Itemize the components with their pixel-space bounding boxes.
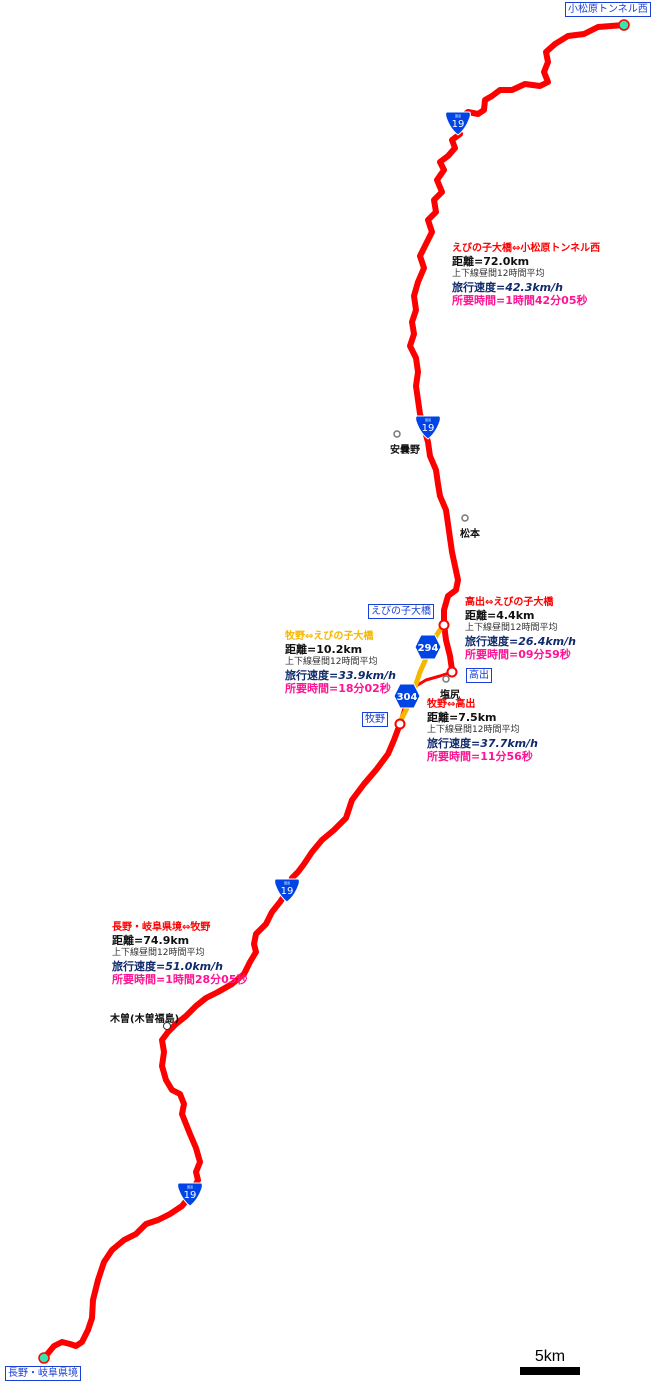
endpoint-north-marker[interactable] — [618, 19, 630, 31]
svg-text:国道: 国道 — [455, 113, 461, 118]
section-distance: 距離=4.4km — [465, 609, 535, 622]
route-19-shield-1: 国道 19 — [445, 111, 471, 136]
section-title: えびの子大橋⇔小松原トンネル西 — [452, 243, 601, 254]
section-note: 上下線昼間12時間平均 — [465, 623, 558, 633]
svg-text:国道: 国道 — [187, 1184, 193, 1189]
junction-ebinoko-label[interactable]: えびの子大橋 — [368, 604, 434, 619]
junction-takade-marker[interactable] — [446, 666, 458, 678]
city-label-shiojiri: 塩尻 — [440, 690, 460, 701]
city-label-matsumoto: 松本 — [460, 529, 480, 540]
section-info-takade-ebinoko: 高出⇔えびの子大橋 距離=4.4km 上下線昼間12時間平均 旅行速度=26.4… — [465, 596, 576, 661]
city-label-kiso: 木曽(木曽福島) — [110, 1014, 180, 1025]
section-distance: 距離=74.9km — [112, 934, 190, 947]
section-title: 長野・岐阜県境⇔牧野 — [112, 922, 211, 933]
city-marker-kiso — [163, 1022, 171, 1030]
section-time: 所要時間=1時間42分05秒 — [452, 294, 588, 307]
svg-text:国道: 国道 — [284, 880, 290, 885]
section-info-makino-takade: 牧野⇔高出 距離=7.5km 上下線昼間12時間平均 旅行速度=37.7km/h… — [427, 698, 538, 763]
svg-text:19: 19 — [452, 119, 465, 130]
section-speed: 旅行速度=37.7km/h — [427, 737, 538, 750]
city-label-azumino: 安曇野 — [390, 445, 420, 456]
section-speed: 旅行速度=33.9km/h — [285, 669, 396, 682]
scale-label: 5km — [534, 1348, 566, 1365]
route-segment-north — [407, 22, 627, 673]
section-distance: 距離=7.5km — [427, 711, 497, 724]
section-title: 牧野⇔高出 — [427, 699, 476, 710]
section-note: 上下線昼間12時間平均 — [427, 725, 520, 735]
endpoint-south-label[interactable]: 長野・岐阜県境 — [5, 1366, 81, 1381]
svg-text:19: 19 — [184, 1190, 197, 1201]
section-speed: 旅行速度=26.4km/h — [465, 635, 576, 648]
city-marker-azumino — [393, 430, 401, 438]
section-title: 牧野⇔えびの子大橋 — [285, 631, 374, 642]
route-19-shield-4: 国道 19 — [177, 1182, 203, 1207]
section-time: 所要時間=1時間28分05秒 — [112, 973, 248, 986]
scale-bar: 5km — [520, 1348, 580, 1375]
section-note: 上下線昼間12時間平均 — [112, 948, 205, 958]
section-speed: 旅行速度=51.0km/h — [112, 960, 223, 973]
section-distance: 距離=10.2km — [285, 643, 363, 656]
endpoint-north-label[interactable]: 小松原トンネル西 — [565, 2, 651, 17]
junction-ebinoko-marker[interactable] — [438, 619, 450, 631]
section-time: 所要時間=18分02秒 — [285, 682, 391, 695]
junction-makino-label[interactable]: 牧野 — [362, 712, 388, 727]
route-19-shield-2: 国道 19 — [415, 415, 441, 440]
route-segment-south — [41, 721, 403, 1361]
section-speed: 旅行速度=42.3km/h — [452, 281, 563, 294]
svg-text:304: 304 — [397, 692, 418, 703]
junction-makino-marker[interactable] — [394, 718, 406, 730]
scale-bar-line — [520, 1367, 580, 1375]
section-time: 所要時間=11分56秒 — [427, 750, 533, 763]
section-title: 高出⇔えびの子大橋 — [465, 597, 554, 608]
section-note: 上下線昼間12時間平均 — [452, 269, 545, 279]
section-info-border-makino: 長野・岐阜県境⇔牧野 距離=74.9km 上下線昼間12時間平均 旅行速度=51… — [112, 921, 248, 986]
endpoint-south-marker[interactable] — [38, 1352, 50, 1364]
svg-text:19: 19 — [422, 423, 435, 434]
svg-text:国道: 国道 — [425, 417, 431, 422]
svg-text:294: 294 — [418, 643, 439, 654]
junction-takade-label[interactable]: 高出 — [466, 668, 492, 683]
section-info-ebinoko-komatsubara: えびの子大橋⇔小松原トンネル西 距離=72.0km 上下線昼間12時間平均 旅行… — [452, 242, 600, 307]
section-distance: 距離=72.0km — [452, 255, 530, 268]
section-time: 所要時間=09分59秒 — [465, 648, 571, 661]
section-info-makino-ebinoko: 牧野⇔えびの子大橋 距離=10.2km 上下線昼間12時間平均 旅行速度=33.… — [285, 630, 396, 695]
city-marker-shiojiri — [442, 675, 450, 683]
route-294-shield: 294 — [414, 634, 442, 660]
route-304-shield: 304 — [393, 683, 421, 709]
route-19-shield-3: 国道 19 — [274, 878, 300, 903]
svg-text:19: 19 — [281, 886, 294, 897]
city-marker-matsumoto — [461, 514, 469, 522]
section-note: 上下線昼間12時間平均 — [285, 657, 378, 667]
